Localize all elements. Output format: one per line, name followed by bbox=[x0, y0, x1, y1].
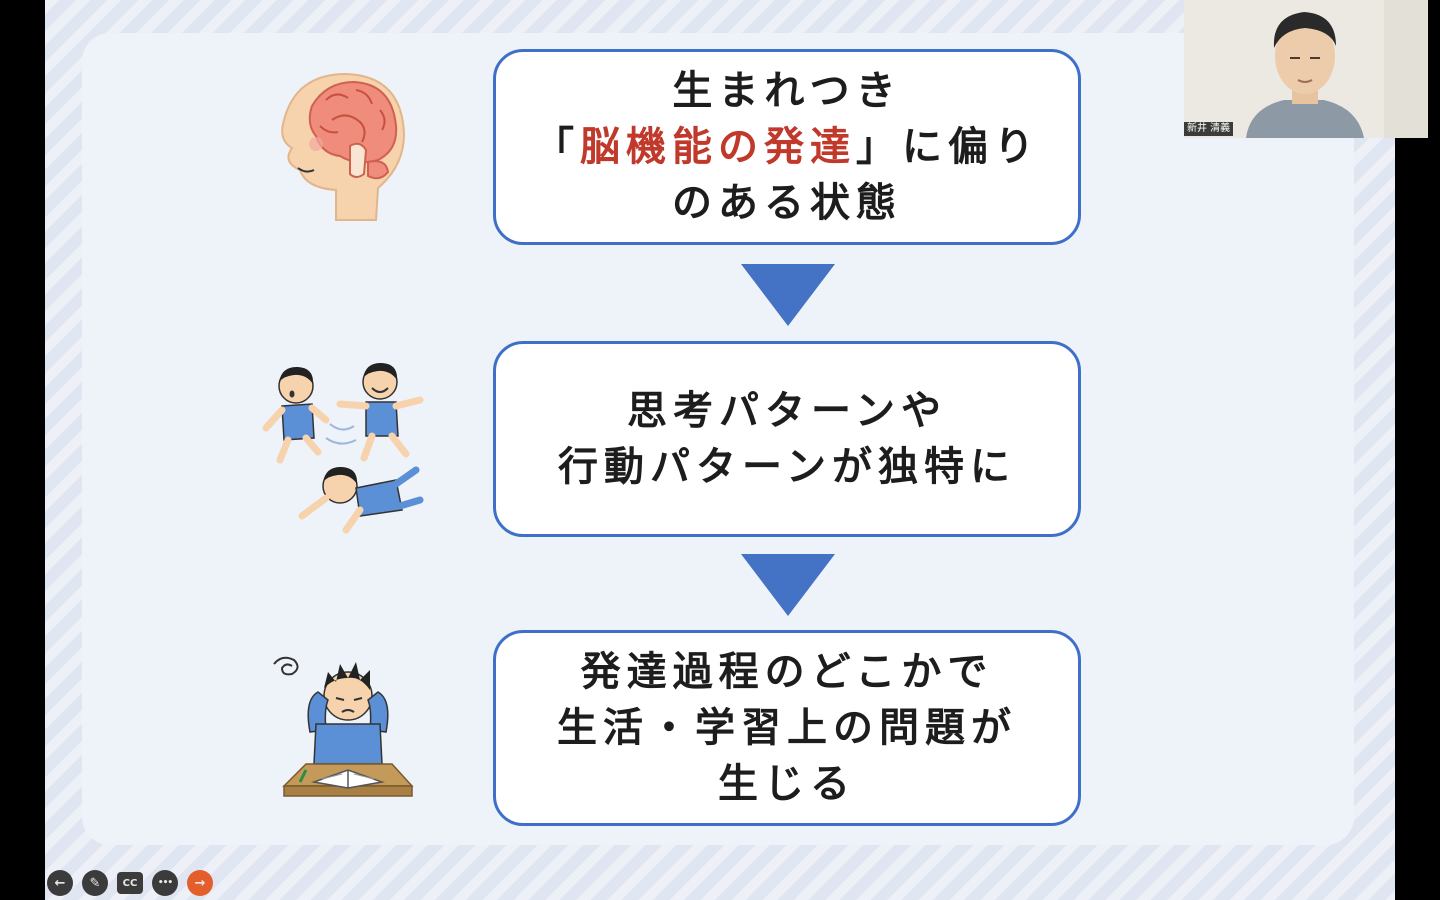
statement-box-life-learning-problems: 発達過程のどこかで 生活・学習上の問題が 生じる bbox=[493, 630, 1081, 826]
more-options-icon[interactable]: ••• bbox=[152, 870, 178, 896]
participant-video-frame bbox=[1184, 0, 1428, 138]
brain-profile-illustration bbox=[281, 72, 406, 221]
box1-line1: 生まれつき bbox=[672, 68, 902, 114]
down-arrow-2 bbox=[741, 554, 835, 616]
statement-box-unique-patterns: 思考パターンや 行動パターンが独特に bbox=[493, 341, 1081, 537]
pen-icon[interactable]: ✎ bbox=[82, 870, 108, 896]
closed-caption-icon[interactable]: CC bbox=[117, 872, 143, 894]
box3-line3: 生じる bbox=[718, 761, 856, 807]
next-arrow-icon[interactable]: → bbox=[187, 870, 213, 896]
down-arrow-1 bbox=[741, 264, 835, 326]
statement-box-innate-brain-development: 生まれつき 「脳機能の発達」に偏り のある状態 bbox=[493, 49, 1081, 245]
student-stressed-at-desk-illustration bbox=[273, 656, 414, 797]
participant-name-label: 新井 清義 bbox=[1184, 122, 1234, 136]
box2-line1: 思考パターンや bbox=[627, 388, 947, 434]
participant-video-thumbnail[interactable]: 新井 清義 bbox=[1184, 0, 1428, 138]
box1-line2: 「脳機能の発達」に偏り bbox=[534, 119, 1040, 175]
box3-line1: 発達過程のどこかで bbox=[580, 649, 994, 695]
box1-highlight-brain-function: 脳機能の発達 bbox=[580, 124, 856, 170]
box3-line2: 生活・学習上の問題が bbox=[557, 705, 1017, 751]
box2-line2: 行動パターンが独特に bbox=[558, 444, 1016, 490]
children-running-illustration bbox=[262, 362, 424, 534]
back-arrow-icon[interactable]: ← bbox=[47, 870, 73, 896]
box1-line3: のある状態 bbox=[672, 180, 902, 226]
slideshow-controls: ← ✎ CC ••• → bbox=[47, 870, 213, 898]
box1-close-text: 」に偏り bbox=[856, 124, 1040, 170]
box1-open-bracket: 「 bbox=[534, 124, 580, 170]
